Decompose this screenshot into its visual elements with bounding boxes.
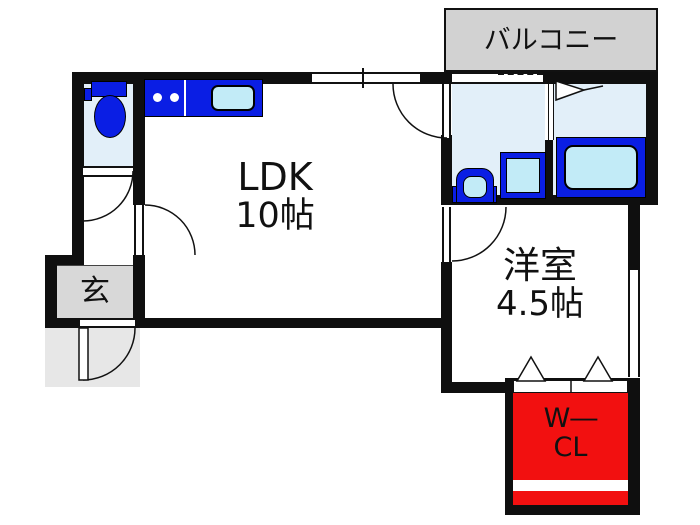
entrance-porch	[45, 328, 140, 387]
bath-door-opening	[548, 84, 554, 140]
kitchen-counter-divider	[184, 80, 186, 116]
genkan-floor	[57, 265, 133, 318]
entry-door-opening	[80, 318, 135, 328]
balcony-area	[444, 8, 658, 72]
hall-to-ldk-door	[134, 205, 144, 255]
closet-white-stripe	[513, 480, 628, 491]
wall-left-outer	[72, 72, 84, 260]
wall-hall-right-lower	[133, 255, 145, 328]
wall-western-right-upper	[628, 205, 640, 270]
ldk-to-western-door	[442, 207, 451, 262]
toilet-bowl	[94, 95, 126, 138]
toilet-door	[83, 166, 133, 177]
wall-genkan-left	[45, 255, 57, 328]
walk-in-closet-label: W― CL	[513, 404, 628, 462]
wall-top-mid	[420, 72, 453, 84]
western-room-label: 洋室 4.5帖	[455, 246, 625, 323]
toilet-door-arc	[82, 170, 134, 222]
western-room-name: 洋室	[503, 244, 577, 287]
wall-ldk-western-lower	[441, 262, 452, 393]
window-ldk-top	[312, 72, 420, 84]
stove-burner-icon	[170, 93, 179, 102]
wall-washroom-bottom	[441, 195, 658, 205]
entrance-label: 玄	[80, 274, 110, 309]
bathtub-inner	[564, 145, 638, 190]
window-washroom-top	[452, 72, 543, 84]
wall-western-bottom	[441, 382, 515, 393]
ldk-to-washroom-door	[442, 84, 451, 138]
washbasin-bowl	[463, 176, 487, 198]
ldk-name: LDK	[237, 155, 313, 199]
wall-bath-right	[646, 72, 658, 205]
washing-machine-inner	[506, 158, 540, 193]
window-dashed-vent	[498, 72, 543, 75]
ldk-washroom-door-arc	[392, 83, 448, 139]
wall-ldk-washroom	[441, 135, 452, 205]
kitchen-sink	[211, 85, 255, 111]
window-western-right	[628, 270, 640, 377]
wcl-line2: CL	[553, 432, 588, 464]
wall-bath-divider-lower	[545, 140, 553, 200]
closet-door-track	[513, 380, 628, 393]
wall-toilet-right-upper	[133, 72, 145, 205]
wall-bottom-genkan	[45, 318, 80, 328]
stove-burner-icon	[153, 93, 162, 102]
ldk-label: LDK 10帖	[175, 155, 375, 237]
closet-red-area	[513, 393, 628, 480]
ldk-size: 10帖	[235, 196, 315, 237]
wall-bottom-ldk	[135, 318, 452, 328]
balcony-label: バルコニー	[483, 25, 619, 56]
wall-genkan-top	[45, 255, 84, 265]
western-room-size: 4.5帖	[495, 283, 585, 324]
wall-top-right	[543, 72, 658, 84]
closet-red-bottom	[513, 491, 628, 505]
wcl-line1: W―	[543, 403, 598, 434]
toilet-handle	[84, 88, 92, 101]
